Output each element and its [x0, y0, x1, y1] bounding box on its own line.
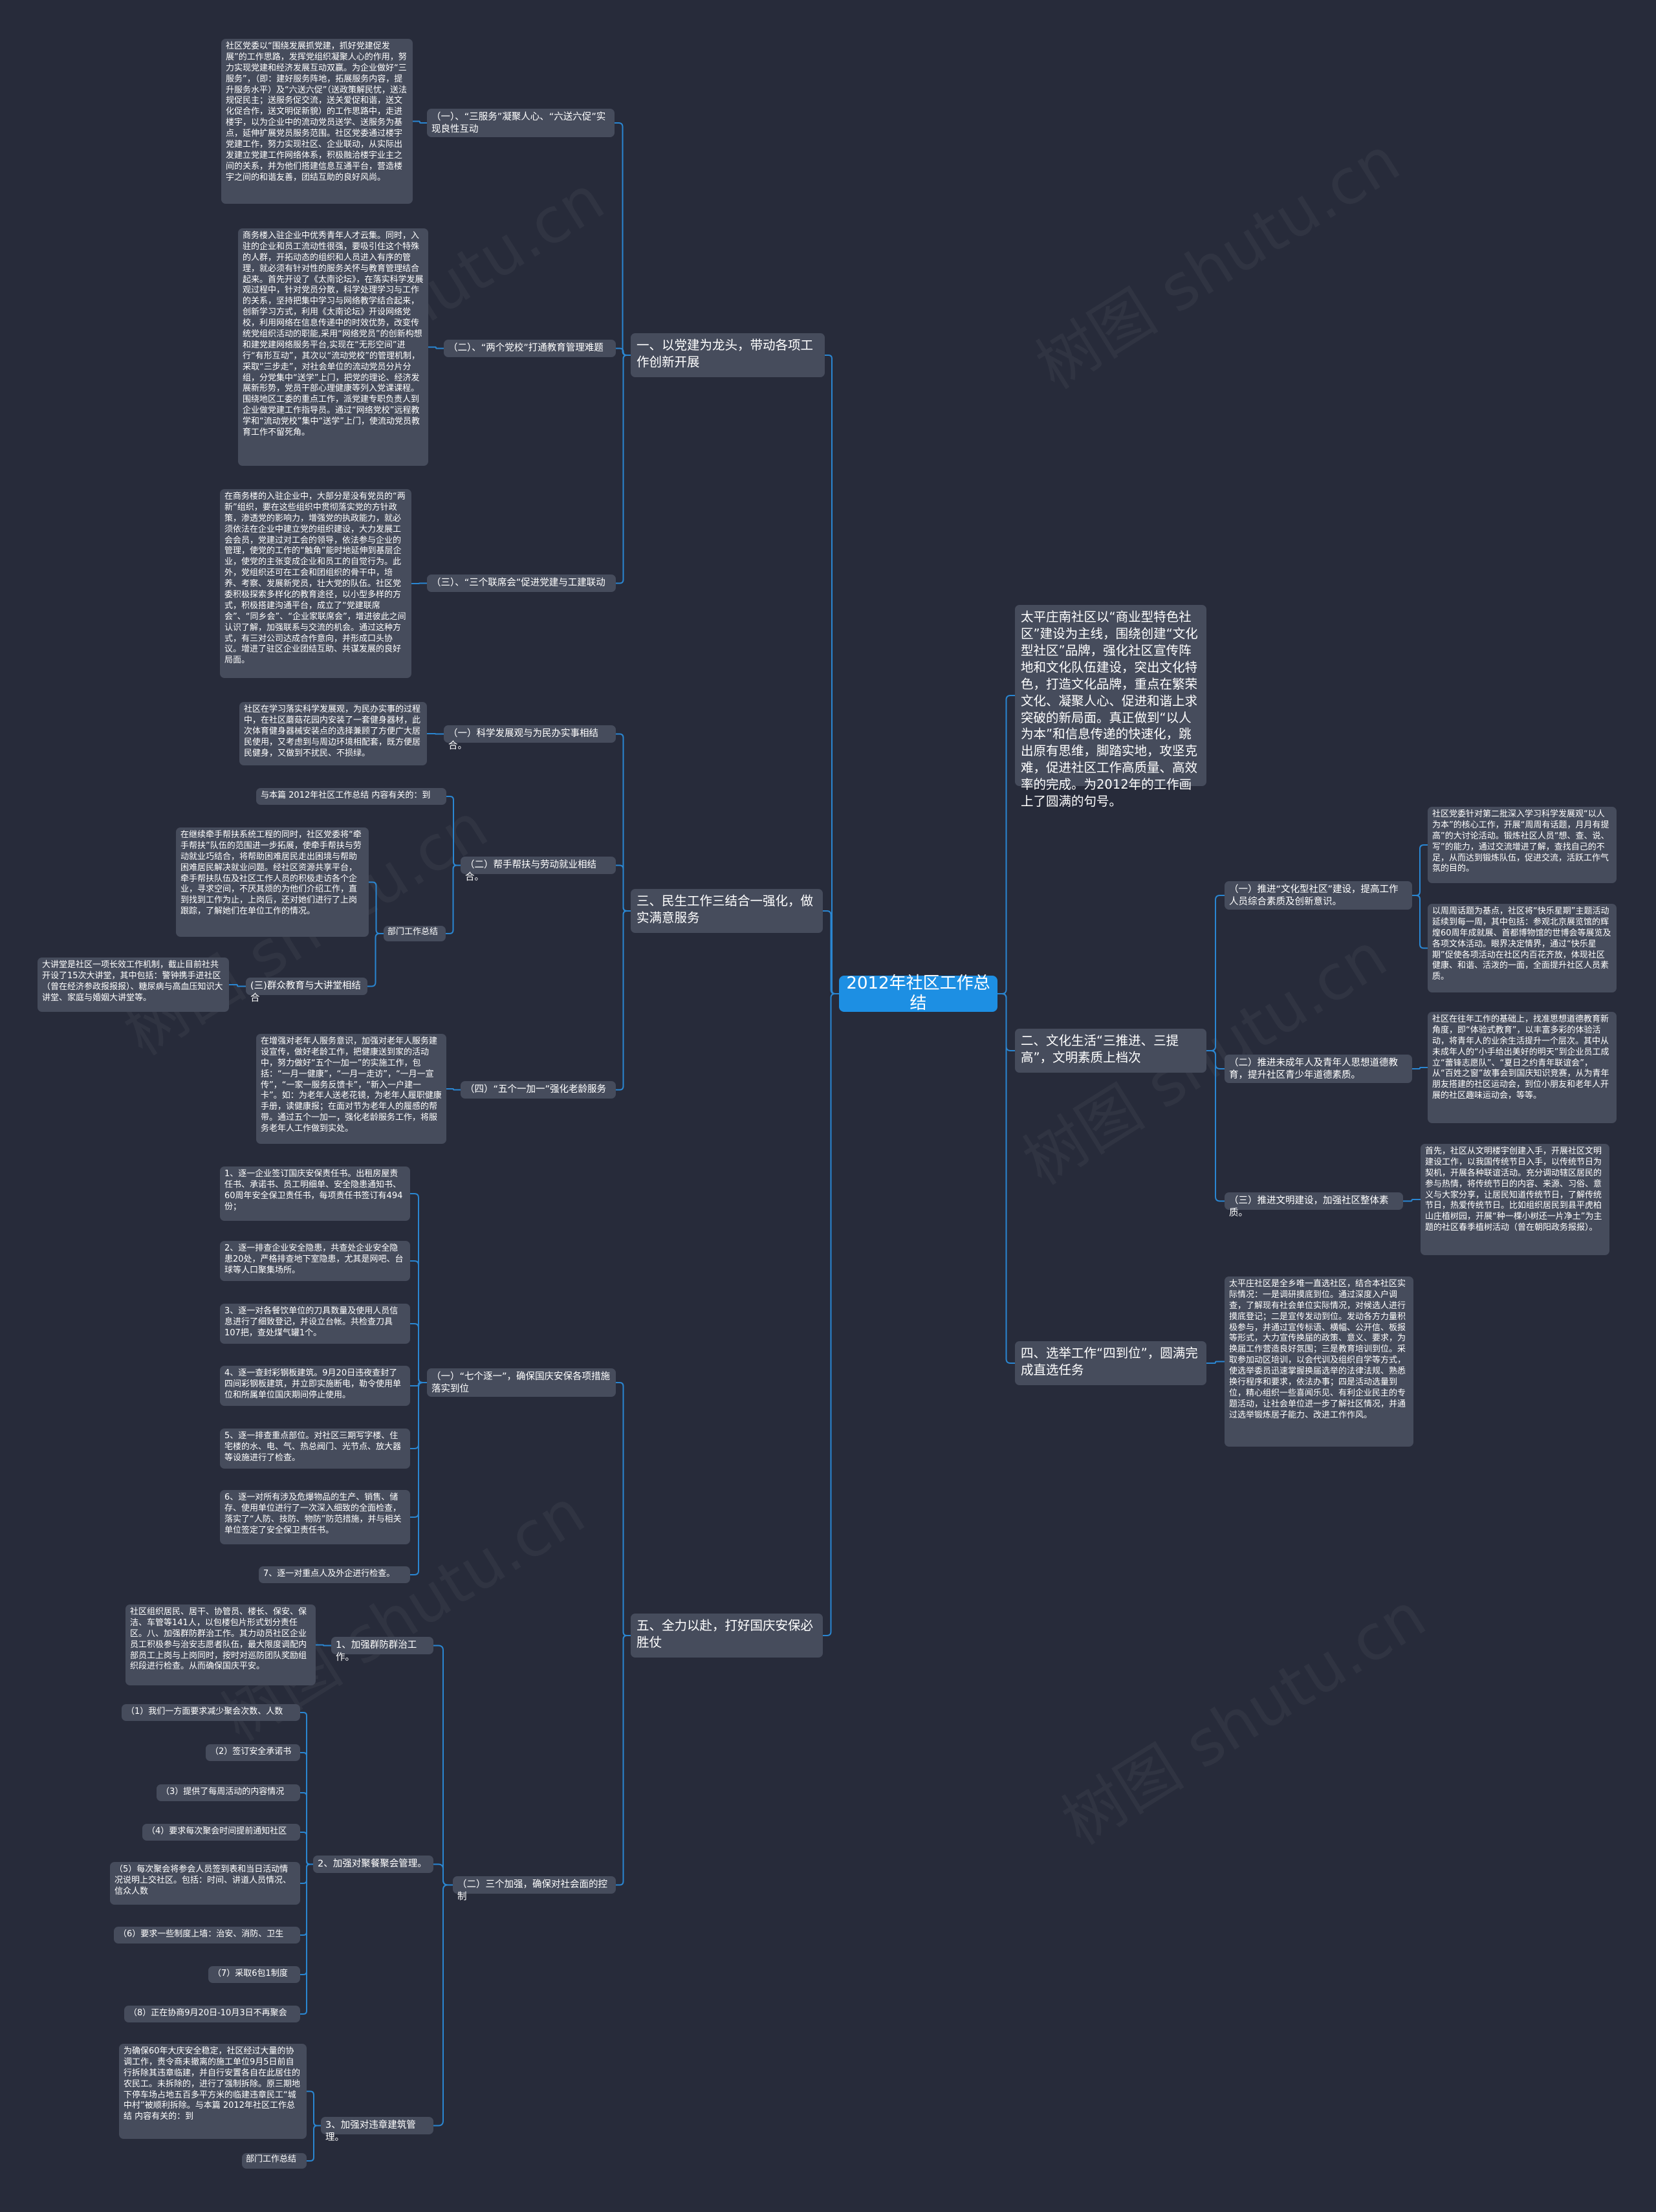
root-topic[interactable]: 2012年社区工作总结: [839, 974, 997, 1013]
sub-gathering-management[interactable]: 2、加强对聚餐聚会管理。: [313, 1856, 433, 1873]
branch-cultural-life[interactable]: 二、文化生活“三推进、三提高”，文明素质上档次: [1015, 1029, 1206, 1073]
sub-illegal-building[interactable]: 3、加强对违章建筑管理。: [321, 2117, 433, 2143]
sub-seven-one-by-one[interactable]: （一）“七个逐一”，确保国庆安保各项措施落实到位: [427, 1368, 616, 1397]
connector-line: [428, 346, 444, 349]
dept-work-summary-tag[interactable]: 部门工作总结: [384, 926, 446, 941]
leaf-elderly-detail: 在增强对老年人服务意识，加强对老年人服务建设宣传，做好老龄工作，把健康送到家的活…: [256, 1034, 446, 1144]
sub-youth-moral-education[interactable]: （二）推进未成年人及青年人思想道德教育，提升社区青少年道德素质。: [1225, 1055, 1412, 1083]
connector-line: [410, 1323, 427, 1383]
leaf-lecture-detail: 大讲堂是社区一项长效工作机制，截止目前社共开设了15次大讲堂，其中包括：警钟携手…: [38, 958, 229, 1012]
leaf-seven-3: 3、逐一对各餐饮单位的刀具数量及使用人员信息进行了细致登记，并设立台帐。共检查刀…: [220, 1304, 410, 1344]
leaf-seven-6: 6、逐一对所有涉及危爆物品的生产、销售、储存、使用单位进行了一次深入细致的全面检…: [220, 1490, 410, 1544]
connector-line: [413, 120, 427, 124]
connector-line: [1403, 1199, 1421, 1202]
leaf-illegal-building-detail: 为确保60年大庆安全稳定，社区经过大量的协调工作，责令商未撤离的施工单位9月5日…: [119, 2044, 307, 2139]
sub-helping-employment[interactable]: （二）帮手帮扶与劳动就业相结合。: [461, 857, 616, 882]
leaf-election-detail: 太平庄社区是全乡唯一直选社区，结合本社区实际情况：一是调研摸底到位。通过深度入户…: [1225, 1276, 1413, 1447]
connector-line: [616, 347, 631, 356]
connector-line: [367, 933, 384, 987]
connector-line: [300, 1863, 313, 2015]
connector-line: [229, 984, 246, 987]
sub-three-joint-meetings[interactable]: （三）、“三个联席会”促进党建与工建联动: [427, 575, 616, 592]
sub-cultural-community[interactable]: （一）推进“文化型社区”建设，提高工作人员综合素质及创新意识。: [1225, 881, 1412, 910]
branch-summary-intro[interactable]: 太平庄南社区以“商业型特色社区”建设为主线，围绕创建“文化型社区”品牌，强化社区…: [1015, 605, 1206, 809]
connector-line: [1412, 895, 1428, 949]
sub-civilization[interactable]: （三）推进文明建设，加强社区整体素质。: [1225, 1192, 1403, 1218]
connector-line: [307, 2090, 321, 2127]
sub-three-services[interactable]: （一）、“三服务”凝聚人心、“六送六促”实现良性互动: [427, 109, 615, 137]
connector-line: [1206, 895, 1225, 1051]
sub-two-party-schools[interactable]: （二）、“两个党校”打通教育管理难题: [444, 340, 616, 357]
leaf-three-services-detail: 社区党委以“围绕发展抓党建，抓好党建促发展”的工作思路，发挥党组织凝聚人心的作用…: [221, 39, 413, 204]
leaf-cultural-community-1: 社区党委针对第二批深入学习科学发展观“以人为本”的核心工作，开展“周周有话题，月…: [1428, 807, 1617, 883]
connector-line: [1412, 844, 1428, 896]
leaf-seven-7: 7、逐一对重点人及外企进行检查。: [259, 1566, 410, 1583]
leaf-gathering-8: （8）正在协商9月20日-10月3日不再聚会: [124, 2006, 300, 2022]
leaf-seven-5: 5、逐一排查重点部位。对社区三期写字楼、住宅楼的水、电、气、热总阀门、光节点、放…: [220, 1429, 410, 1469]
connector-line: [997, 695, 1015, 994]
leaf-seven-4: 4、逐一查封彩钢板建筑。9月20日违夜查封了四间彩钢板建筑，并立即实施断电，勒令…: [220, 1366, 410, 1406]
connector-line: [433, 1863, 453, 1886]
connector-line: [616, 910, 631, 1091]
connector-line: [316, 1644, 331, 1647]
branch-election[interactable]: 四、选举工作“四到位”，圆满完成直选任务: [1015, 1341, 1206, 1385]
connector-line: [616, 864, 631, 912]
leaf-science-detail: 社区在学习落实科学发展观，为民办实事的过程中，在社区蘑菇花园内安装了一套健身器材…: [239, 702, 427, 765]
connector-line: [446, 796, 461, 866]
connector-line: [446, 864, 461, 934]
sub-mass-education-lecture[interactable]: (三)群众教育与大讲堂相结合: [246, 978, 367, 1003]
connector-line: [616, 355, 631, 584]
leaf-party-school-detail: 商务楼入驻企业中优秀青年人才云集。同时，入驻的企业和员工流动性很强，要吸引住这个…: [238, 228, 428, 466]
connector-line: [1206, 1361, 1225, 1364]
leaf-youth-moral-detail: 社区在往年工作的基础上，找准思想道德教育新角度，即“体验式教育”，以丰富多彩的体…: [1428, 1012, 1617, 1123]
connector-line: [410, 1382, 427, 1575]
connector-line: [615, 122, 631, 356]
leaf-gathering-5: （5）每次聚会将参会人员签到表和当日活动情况说明上交社区。包括：时间、讲道人员情…: [110, 1862, 300, 1905]
sub-elderly-service[interactable]: （四）“五个一加一”强化老龄服务: [461, 1081, 616, 1099]
sub-three-strengthen[interactable]: （二）三个加强，确保对社会面的控制: [453, 1876, 616, 1902]
connector-line: [433, 1884, 453, 2127]
connector-line: [433, 1645, 453, 1886]
connector-line: [369, 881, 384, 934]
leaf-mass-prevention-detail: 社区组织居民、居干、协管员、楼长、保安、保洁、车管等141人，以包楼包片形式划分…: [125, 1604, 316, 1685]
connector-line: [825, 355, 839, 994]
leaf-gathering-4: （4）要求每次聚会时间提前通知社区: [142, 1824, 300, 1841]
branch-party-building[interactable]: 一、以党建为龙头，带动各项工作创新开展: [631, 333, 825, 377]
leaf-seven-1: 1、逐一企业签订国庆安保责任书。出租房屋责任书、承诺书、员工明细单、安全隐患通知…: [220, 1166, 410, 1221]
dept-work-summary-tag[interactable]: 部门工作总结: [242, 2153, 307, 2169]
leaf-cultural-community-2: 以周周话题为基点，社区将“快乐星期”主题活动延续到每一周，其中包括：参观北京展览…: [1428, 904, 1617, 992]
leaf-gathering-2: （2）签订安全承诺书: [206, 1744, 300, 1761]
connector-line: [1412, 1067, 1428, 1069]
leaf-gathering-3: （3）提供了每周活动的内容情况: [157, 1784, 300, 1801]
leaf-seven-2: 2、逐一排查企业安全隐患，共查处企业安全隐患20处，严格排查地下室隐患，尤其是网…: [220, 1241, 410, 1281]
leaf-gathering-7: （7）采取6包1制度: [208, 1966, 300, 1983]
connector-line: [1206, 1050, 1225, 1202]
connector-line: [823, 910, 839, 994]
leaf-helping-detail: 在继续牵手帮扶系统工程的同时，社区党委将“牵手帮扶”队伍的范围进一步拓展，使牵手…: [176, 827, 369, 937]
leaf-civilization-detail: 首先，社区从文明楼宇创建入手，开展社区文明建设工作，以我国传统节日入手，以传统节…: [1421, 1144, 1609, 1255]
connector-line: [300, 1832, 313, 1865]
leaf-gathering-1: （1）我们一方面要求减少聚会次数、人数: [122, 1704, 300, 1721]
branch-national-day-security[interactable]: 五、全力以赴，打好国庆安保必胜仗: [631, 1614, 823, 1658]
leaf-joint-meeting-detail: 在商务楼的入驻企业中，大部分是没有党员的“两新”组织，要在这些组织中贯彻落实党的…: [220, 489, 411, 678]
sub-mass-prevention[interactable]: 1、加强群防群治工作。: [331, 1637, 433, 1663]
connector-line: [997, 993, 1015, 1364]
connector-line: [307, 2125, 321, 2162]
connector-line: [616, 1382, 631, 1636]
connector-line: [823, 993, 839, 1636]
connector-line: [616, 1635, 631, 1886]
leaf-related-link-1: 与本篇 2012年社区工作总结 内容有关的：到: [256, 788, 446, 805]
leaf-gathering-6: （6）要求一些制度上墙：治安、消防、卫生: [114, 1927, 300, 1944]
connector-line: [446, 1088, 461, 1091]
sub-science-development[interactable]: （一）科学发展观与为民办实事相结合。: [444, 725, 616, 751]
branch-livelihood[interactable]: 三、民生工作三结合一强化，做实满意服务: [631, 889, 823, 933]
